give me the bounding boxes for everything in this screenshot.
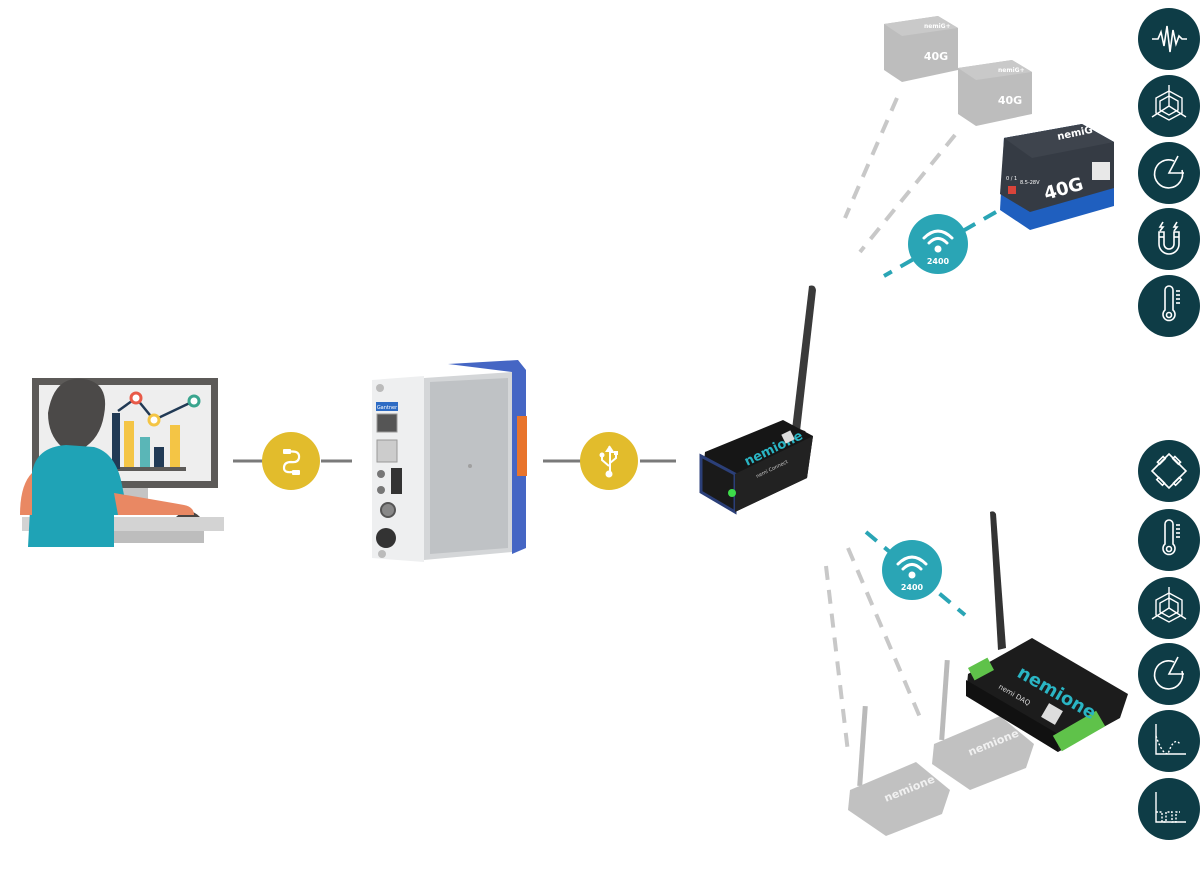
magnet-icon: [1138, 208, 1200, 270]
sensor-cube-ghost-1: 40G nemiG+: [880, 10, 960, 86]
wireless-badge-cube: 2400: [908, 214, 968, 274]
angle-gauge-icon: [1138, 643, 1200, 705]
controller-device: Gantner: [362, 358, 542, 564]
cable-link-badge: [262, 432, 320, 490]
svg-text:nemiG+: nemiG+: [924, 23, 951, 30]
wireless-dash-cube-active: [883, 210, 997, 278]
wireless-dash-cube-2: [858, 133, 957, 254]
wheatstone-bridge-icon: [1138, 440, 1200, 502]
wifi-icon: 2400: [896, 555, 928, 592]
thermometer-icon: [1138, 275, 1200, 337]
wireless-badge-daq: 2400: [882, 540, 942, 600]
sensor-cube-ghost-2: 40G nemiG+: [954, 54, 1034, 130]
cable-icon: [282, 449, 301, 475]
usb-icon: [599, 445, 618, 478]
digital-pulse-chart-icon: [1138, 778, 1200, 840]
wireless-dash-cube-1: [843, 97, 899, 219]
wireless-badge-label: 2400: [927, 257, 950, 266]
gateway-device: nemione nemi Connect: [695, 280, 825, 520]
svg-text:40G: 40G: [998, 94, 1022, 107]
wireless-dash-daq-2: [846, 547, 924, 723]
user-workstation-illustration: [18, 365, 230, 547]
svg-text:nemiG+: nemiG+: [998, 67, 1025, 74]
daq-ghost-1: nemione: [846, 706, 966, 836]
wifi-icon: 2400: [922, 229, 954, 266]
3d-axis-icon: [1138, 577, 1200, 639]
wireless-dash-daq-1: [824, 565, 850, 753]
cube-voltage-label: 8.5-28V: [1020, 180, 1040, 186]
cube-switch-label: 0 / 1: [1006, 176, 1017, 182]
svg-text:40G: 40G: [924, 50, 948, 63]
controller-brand-label: Gantner: [377, 405, 398, 411]
daq-ghost-2: nemione: [930, 660, 1050, 790]
gateway-status-led: [728, 489, 736, 497]
thermometer-icon: [1138, 509, 1200, 571]
vibration-wave-icon: [1138, 8, 1200, 70]
wireless-badge-label: 2400: [901, 583, 924, 592]
usb-link-badge: [580, 432, 638, 490]
angle-gauge-icon: [1138, 142, 1200, 204]
3d-axis-icon: [1138, 75, 1200, 137]
analog-wave-chart-icon: [1138, 710, 1200, 772]
wireless-dash-daq-active: [864, 530, 967, 617]
daq-device-active: nemione nemi DAQ: [962, 508, 1132, 754]
sensor-cube-active: nemiG+ 40G 8.5-28V 0 / 1: [996, 114, 1120, 234]
